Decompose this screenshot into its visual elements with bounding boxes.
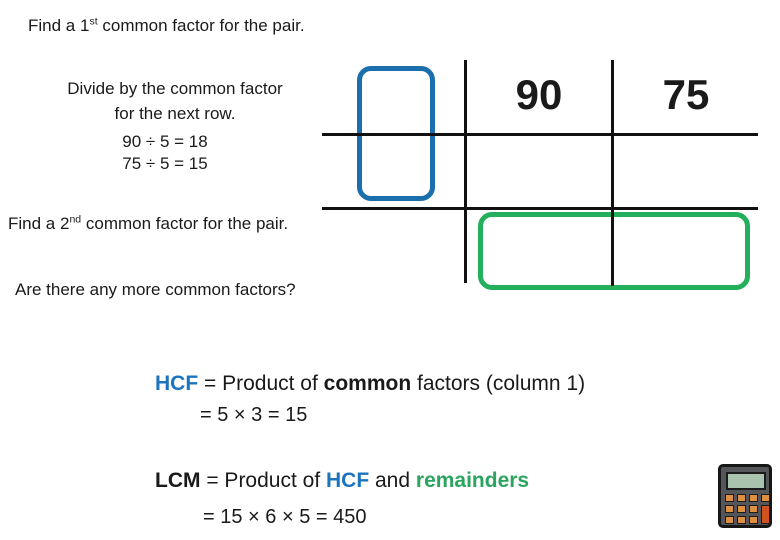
calculator-enter-key <box>761 505 770 524</box>
second-factor-heading: Find a 2nd common factor for the pair. <box>8 214 288 234</box>
calculator-key <box>749 505 758 513</box>
heading-text: Find a 2 <box>8 214 70 233</box>
ordinal-superscript: nd <box>69 213 82 226</box>
calculator-key <box>749 494 758 502</box>
calculator-keys <box>725 494 770 524</box>
lcm-remainders-emphasis: remainders <box>415 469 530 492</box>
hcf-common-emphasis: common <box>323 372 412 395</box>
heading-text: common factor for the pair. <box>81 214 289 233</box>
calculator-key <box>737 494 746 502</box>
instruction-line-2: for the next row. <box>114 104 236 123</box>
ordinal-superscript: st <box>89 15 98 28</box>
instruction-line-1: Divide by the common factor <box>67 79 283 98</box>
heading-text: common factor for the pair. <box>97 16 305 35</box>
lcm-hcf-term: HCF <box>326 469 370 492</box>
table-horizontal-line-1 <box>322 133 758 136</box>
calculator-key <box>737 505 746 513</box>
more-factors-question: Are there any more common factors? <box>15 280 296 299</box>
divide-instruction: Divide by the common factor for the next… <box>40 76 310 126</box>
division-equation-2: 75 ÷ 5 = 15 <box>122 154 208 173</box>
heading-text: Find a 1 <box>28 16 90 35</box>
calculator-key <box>725 516 734 524</box>
hcf-term: HCF <box>155 372 199 395</box>
calculator-key <box>761 494 770 502</box>
calculator-screen <box>726 472 766 490</box>
lcm-definition: LCM = Product of HCF and remainders <box>155 469 529 493</box>
lcm-and-text: and <box>369 469 416 492</box>
calculator-key <box>725 494 734 502</box>
table-vertical-line-1 <box>464 60 467 283</box>
first-factor-heading: Find a 1st common factor for the pair. <box>28 16 305 36</box>
hcf-calculation: = 5 × 3 = 15 <box>200 404 308 426</box>
calculator-key <box>737 516 746 524</box>
table-horizontal-line-2 <box>322 207 758 210</box>
table-header-90: 90 <box>515 71 563 118</box>
table-vertical-line-2 <box>611 60 614 286</box>
calculator-icon <box>718 464 772 528</box>
division-examples: 90 ÷ 5 = 18 75 ÷ 5 = 15 <box>40 131 290 175</box>
division-equation-1: 90 ÷ 5 = 18 <box>122 132 208 151</box>
hcf-text-tail: factors (column 1) <box>411 372 586 395</box>
lcm-term: LCM <box>155 469 201 492</box>
hcf-definition: HCF = Product of common factors (column … <box>155 372 585 396</box>
table-header-75: 75 <box>662 71 710 118</box>
lcm-text: = Product of <box>200 469 326 492</box>
remainders-row-highlight-box <box>478 212 750 290</box>
calculator-key <box>725 505 734 513</box>
hcf-text: = Product of <box>198 372 324 395</box>
lcm-calculation: = 15 × 6 × 5 = 450 <box>203 506 367 528</box>
calculator-key <box>749 516 758 524</box>
